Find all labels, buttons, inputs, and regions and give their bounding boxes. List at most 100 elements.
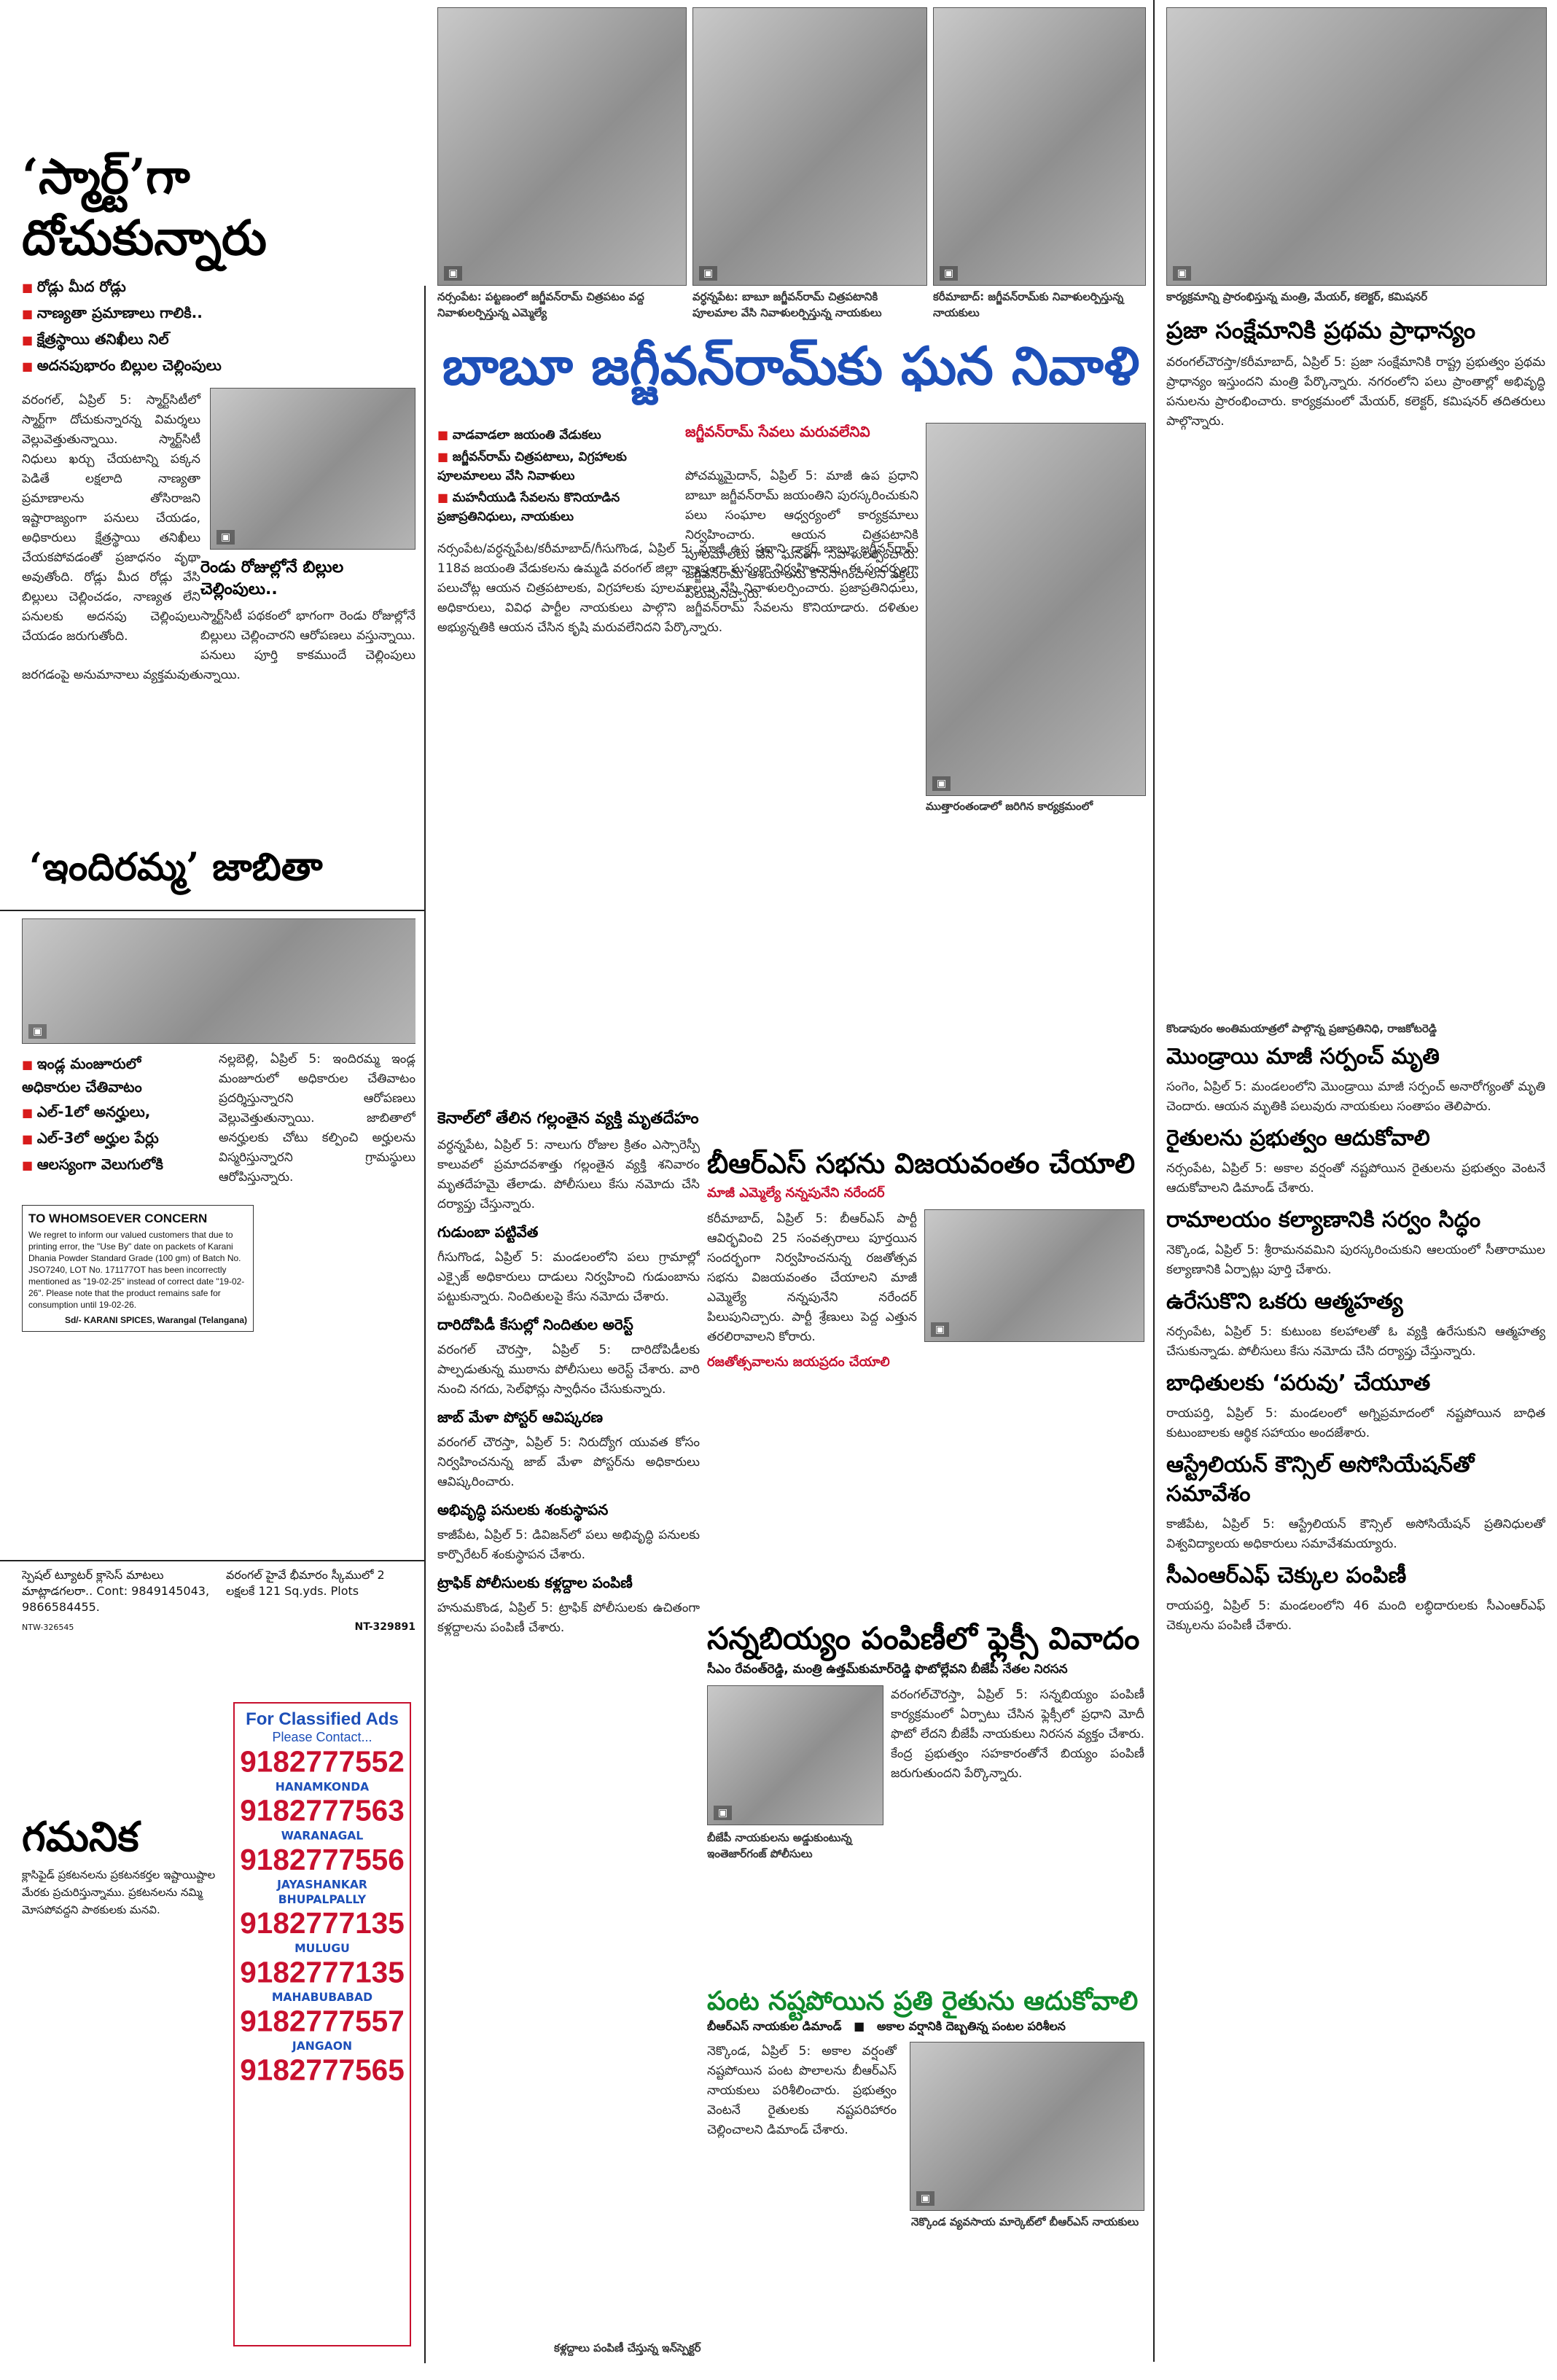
section-divider <box>0 1560 424 1561</box>
story-text: నర్సంపేట/వర్ధన్నపేట/కరీమాబాద్/గీసుగొండ, … <box>437 542 918 635</box>
phone-number[interactable]: 9182777557 <box>240 2005 405 2038</box>
phone-location: HANAMKONDA <box>275 1779 370 1794</box>
phone-number[interactable]: 9182777563 <box>240 1794 405 1828</box>
story-brs: బీఆర్‌ఎస్ సభను విజయవంతం చేయాలి మాజీ ఎమ్మ… <box>707 1144 1144 1611</box>
story-flex: సన్నబియ్యం పంపిణీలో ఫ్లెక్సీ వివాదం సీఎం… <box>707 1618 1144 1983</box>
bullet: రోడ్లు మీద రోడ్లు <box>22 276 415 299</box>
headline: మొండ్రాయి మాజీ సర్పంచ్ మృతి <box>1166 1044 1440 1069</box>
subheading: గుడుంబా పట్టివేత <box>437 1223 539 1241</box>
main-subhead-box: జగ్జీవన్‌రామ్ సేవలు మరువలేనివి <box>685 423 918 467</box>
subheading: రెండు రోజుల్లోనే బిల్లుల చెల్లింపులు.. <box>200 558 344 598</box>
headline: రామాలయం కల్యాణానికి సర్వం సిద్ధం <box>1166 1207 1481 1233</box>
gamanika-box: గమనిక క్లాసిఫైడ్ ప్రకటనలను ప్రకటనకర్తల ఇ… <box>22 1808 226 2333</box>
ad-plots: వరంగల్ హైవే భీమారం స్కీములో 2 లక్షలకే 12… <box>226 1568 385 1598</box>
story-photo: ▣ <box>22 918 415 1044</box>
main-subheading: జగ్జీవన్‌రామ్ సేవలు మరువలేనివి <box>685 423 870 440</box>
bullet: ఎల్-3లో అర్హుల పేర్లు <box>22 1127 204 1150</box>
photo-icon: ▣ <box>28 1024 47 1039</box>
story-crop: పంట నష్టపోయిన ప్రతి రైతును ఆదుకోవాలి బీఆ… <box>707 1983 1144 2362</box>
bullet: బీఆర్‌ఎస్ నాయకుల డిమాండ్ <box>707 2019 842 2033</box>
phone-number[interactable]: 9182777135 <box>240 1956 405 1989</box>
notice-title: TO WHOMSOEVER CONCERN <box>28 1212 208 1225</box>
photo-caption: ముత్తారంతండాలో జరిగిన కార్యక్రమంలో <box>926 800 1093 813</box>
story-text: పోచమ్మమైదాన్, ఏప్రిల్ 5: మాజీ ఉప ప్రధాని… <box>685 469 918 601</box>
phone-location: JANGAON <box>292 2039 353 2053</box>
phone-number[interactable]: 9182777135 <box>240 1907 405 1940</box>
photo-icon: ▣ <box>932 776 951 791</box>
bullet-list: వాడవాడలా జయంతి వేడుకలు జగ్జీవన్‌రామ్ చిత… <box>437 426 678 526</box>
photo-icon: ▣ <box>714 1806 733 1820</box>
right-small-stories: కొండాపురం అంతిమయాత్రలో పాల్గొన్న ప్రజాప్… <box>1166 1021 1545 2362</box>
story-text: వరంగల్ చౌరస్తా, ఏప్రిల్ 5: నిరుద్యోగ యువ… <box>437 1435 700 1489</box>
subheading: ట్రాఫిక్ పోలీసులకు కళ్లద్దాల పంపిణీ <box>437 1574 633 1591</box>
gamanika-text: క్లాసిఫైడ్ ప్రకటనలను ప్రకటనకర్తల ఇష్టాయి… <box>22 1868 216 1916</box>
photo-center-right: ▣ <box>926 423 1146 796</box>
phone-location: WARANAGAL <box>281 1828 364 1843</box>
bullet-list: రోడ్లు మీద రోడ్లు నాణ్యతా ప్రమాణాలు గాలి… <box>22 276 415 378</box>
phone-location: MAHABUBABAD <box>271 1990 373 2004</box>
headline: బీఆర్‌ఎస్ సభను విజయవంతం చేయాలి <box>707 1147 1136 1179</box>
ad-code: NTW-326545 <box>22 1623 74 1632</box>
photo-caption: కరీమాబాద్: జగ్జీవన్‌రామ్‌కు నివాళులర్పిస… <box>933 290 1124 319</box>
story-text: హనుమకొండ, ఏప్రిల్ 5: ట్రాఫిక్ పోలీసులకు … <box>437 1601 700 1635</box>
headline: సీఎంఆర్‌ఎఫ్ చెక్కుల పంపిణీ <box>1166 1563 1407 1588</box>
main-story: నర్సంపేట/వర్ధన్నపేట/కరీమాబాద్/గీసుగొండ, … <box>437 539 918 977</box>
bullet: ఇండ్ల మంజూరులో అధికారుల చేతివాటం <box>22 1053 204 1098</box>
story-text: వర్ధన్నపేట, ఏప్రిల్ 5: నాలుగు రోజుల క్రి… <box>437 1138 700 1212</box>
bullet: మహనీయుడి సేవలను కొనియాడిన ప్రజాప్రతినిధు… <box>437 488 678 526</box>
notice-signature: Sd/- KARANI SPICES, Warangal (Telangana) <box>64 1315 247 1325</box>
story-indiramma: ▣ ఇండ్ల మంజూరులో అధికారుల చేతివాటం ఎల్-1… <box>22 918 415 1553</box>
photo-icon: ▣ <box>916 2191 935 2206</box>
photo-right-top: ▣ <box>1166 7 1547 286</box>
story-text: కరీమాబాద్, ఏప్రిల్ 5: బీఆర్‌ఎస్ పార్టీ ఆ… <box>707 1212 917 1344</box>
photo-narsampet: ▣ <box>437 7 687 286</box>
bullet: నాణ్యతా ప్రమాణాలు గాలికి.. <box>22 302 415 325</box>
photo-caption: వర్ధన్నపేట: బాబూ జగ్జీవన్‌రామ్ చిత్రపటాన… <box>692 290 882 319</box>
bullet: అదనపుభారం బిల్లుల చెల్లింపులు <box>22 354 415 378</box>
story-photo: ▣ <box>707 1685 883 1825</box>
photo-icon: ▣ <box>940 266 959 281</box>
classified-ads-box: For Classified Ads Please Contact... 918… <box>233 1702 411 2346</box>
story-text: కాజీపేట, ఏప్రిల్ 5: ఆస్ట్రేలియన్ కౌన్సిల… <box>1166 1517 1545 1551</box>
subheading: దారిదోపిడీ కేసుల్లో నిందితుల అరెస్ట్ <box>437 1316 633 1333</box>
column-divider <box>1153 0 1155 2362</box>
ad-code: NT-329891 <box>354 1621 415 1633</box>
bullet: క్షేత్రస్థాయి తనిఖీలు నిల్ <box>22 328 415 351</box>
main-story-cont: పోచమ్మమైదాన్, ఏప్రిల్ 5: మాజీ ఉప ప్రధాని… <box>685 467 918 977</box>
phone-location: JAYASHANKAR BHUPALPALLY <box>277 1877 367 1906</box>
headline: ప్రజా సంక్షేమానికి ప్రథమ ప్రాధాన్యం <box>1166 316 1476 344</box>
center-small-stories: కెనాల్‌లో తేలిన గల్లంతైన వ్యక్తి మృతదేహం… <box>437 1108 700 2347</box>
photo-icon: ▣ <box>931 1322 950 1337</box>
story-text: వరంగల్, ఏప్రిల్ 5: స్మార్ట్‌సిటీలో స్మార… <box>22 393 200 644</box>
main-headline: బాబూ జగ్జీవన్‌రామ్‌కు ఘన నివాళి <box>442 335 1140 397</box>
story-text: వరంగల్‌చౌరస్తా/కరీమాబాద్, ఏప్రిల్ 5: ప్ర… <box>1166 355 1545 429</box>
headline: ‘ఇందిరమ్మ’ జాబితా అస్తవ్యస్తం <box>29 845 323 904</box>
story-text: సంగెం, ఏప్రిల్ 5: మండలంలోని మొండ్రాయి మా… <box>1166 1080 1545 1114</box>
story-text: గీసుగొండ, ఏప్రిల్ 5: మండలంలోని పలు గ్రామ… <box>437 1250 700 1304</box>
story-photo: ▣ <box>910 2042 1144 2211</box>
photo-karimabad: ▣ <box>933 7 1146 286</box>
story-text: రాయపర్తి, ఏప్రిల్ 5: మండలంలోని 46 మంది ల… <box>1166 1599 1545 1633</box>
bullet: జగ్జీవన్‌రామ్ చిత్రపటాలు, విగ్రహాలకు పూల… <box>437 448 678 485</box>
bullet: ఆలస్యంగా వెలుగులోకి <box>22 1153 204 1177</box>
bullet-list: బీఆర్‌ఎస్ నాయకుల డిమాండ్ ■ అకాల వర్షానిక… <box>707 2019 1066 2033</box>
photo-icon: ▣ <box>1173 266 1192 281</box>
subheading: రజతోత్సవాలను జయప్రదం చేయాలి <box>707 1354 890 1370</box>
photo-caption: నెక్కొండ వ్యవసాయ మార్కెట్‌లో బీఆర్‌ఎస్ న… <box>911 2215 1139 2228</box>
phone-number[interactable]: 9182777565 <box>240 2053 405 2087</box>
bullet-list: ఇండ్ల మంజూరులో అధికారుల చేతివాటం ఎల్-1లో… <box>22 1050 204 1179</box>
story-photo: ▣ <box>210 388 415 550</box>
photo-caption: కార్యక్రమాన్ని ప్రారంభిస్తున్న మంత్రి, మ… <box>1166 290 1428 303</box>
subheading: అభివృద్ధి పనులకు శంకుస్థాపన <box>437 1501 609 1518</box>
photo-icon: ▣ <box>216 530 235 545</box>
phone-number[interactable]: 9182777552 <box>240 1745 405 1779</box>
phone-number[interactable]: 9182777556 <box>240 1843 405 1877</box>
headline: పంట నష్టపోయిన ప్రతి రైతును ఆదుకోవాలి <box>707 1986 1139 2016</box>
classified-subtitle: Please Contact... <box>272 1730 372 1744</box>
story-text: వరంగల్ చౌరస్తా, ఏప్రిల్ 5: దారిదోపిడీలకు… <box>437 1343 700 1397</box>
section-divider <box>0 910 424 911</box>
story-text: స్మార్ట్‌సిటీ పథకంలో భాగంగా రెండు రోజుల్… <box>22 609 415 682</box>
main-headline-box: బాబూ జగ్జీవన్‌రామ్‌కు ఘన నివాళి <box>437 328 1144 408</box>
main-bullets-box: వాడవాడలా జయంతి వేడుకలు జగ్జీవన్‌రామ్ చిత… <box>437 423 678 532</box>
photo-caption: బీజేపీ నాయకులను అడ్డుకుంటున్న ఇంతెజార్‌గ… <box>707 1831 852 1860</box>
